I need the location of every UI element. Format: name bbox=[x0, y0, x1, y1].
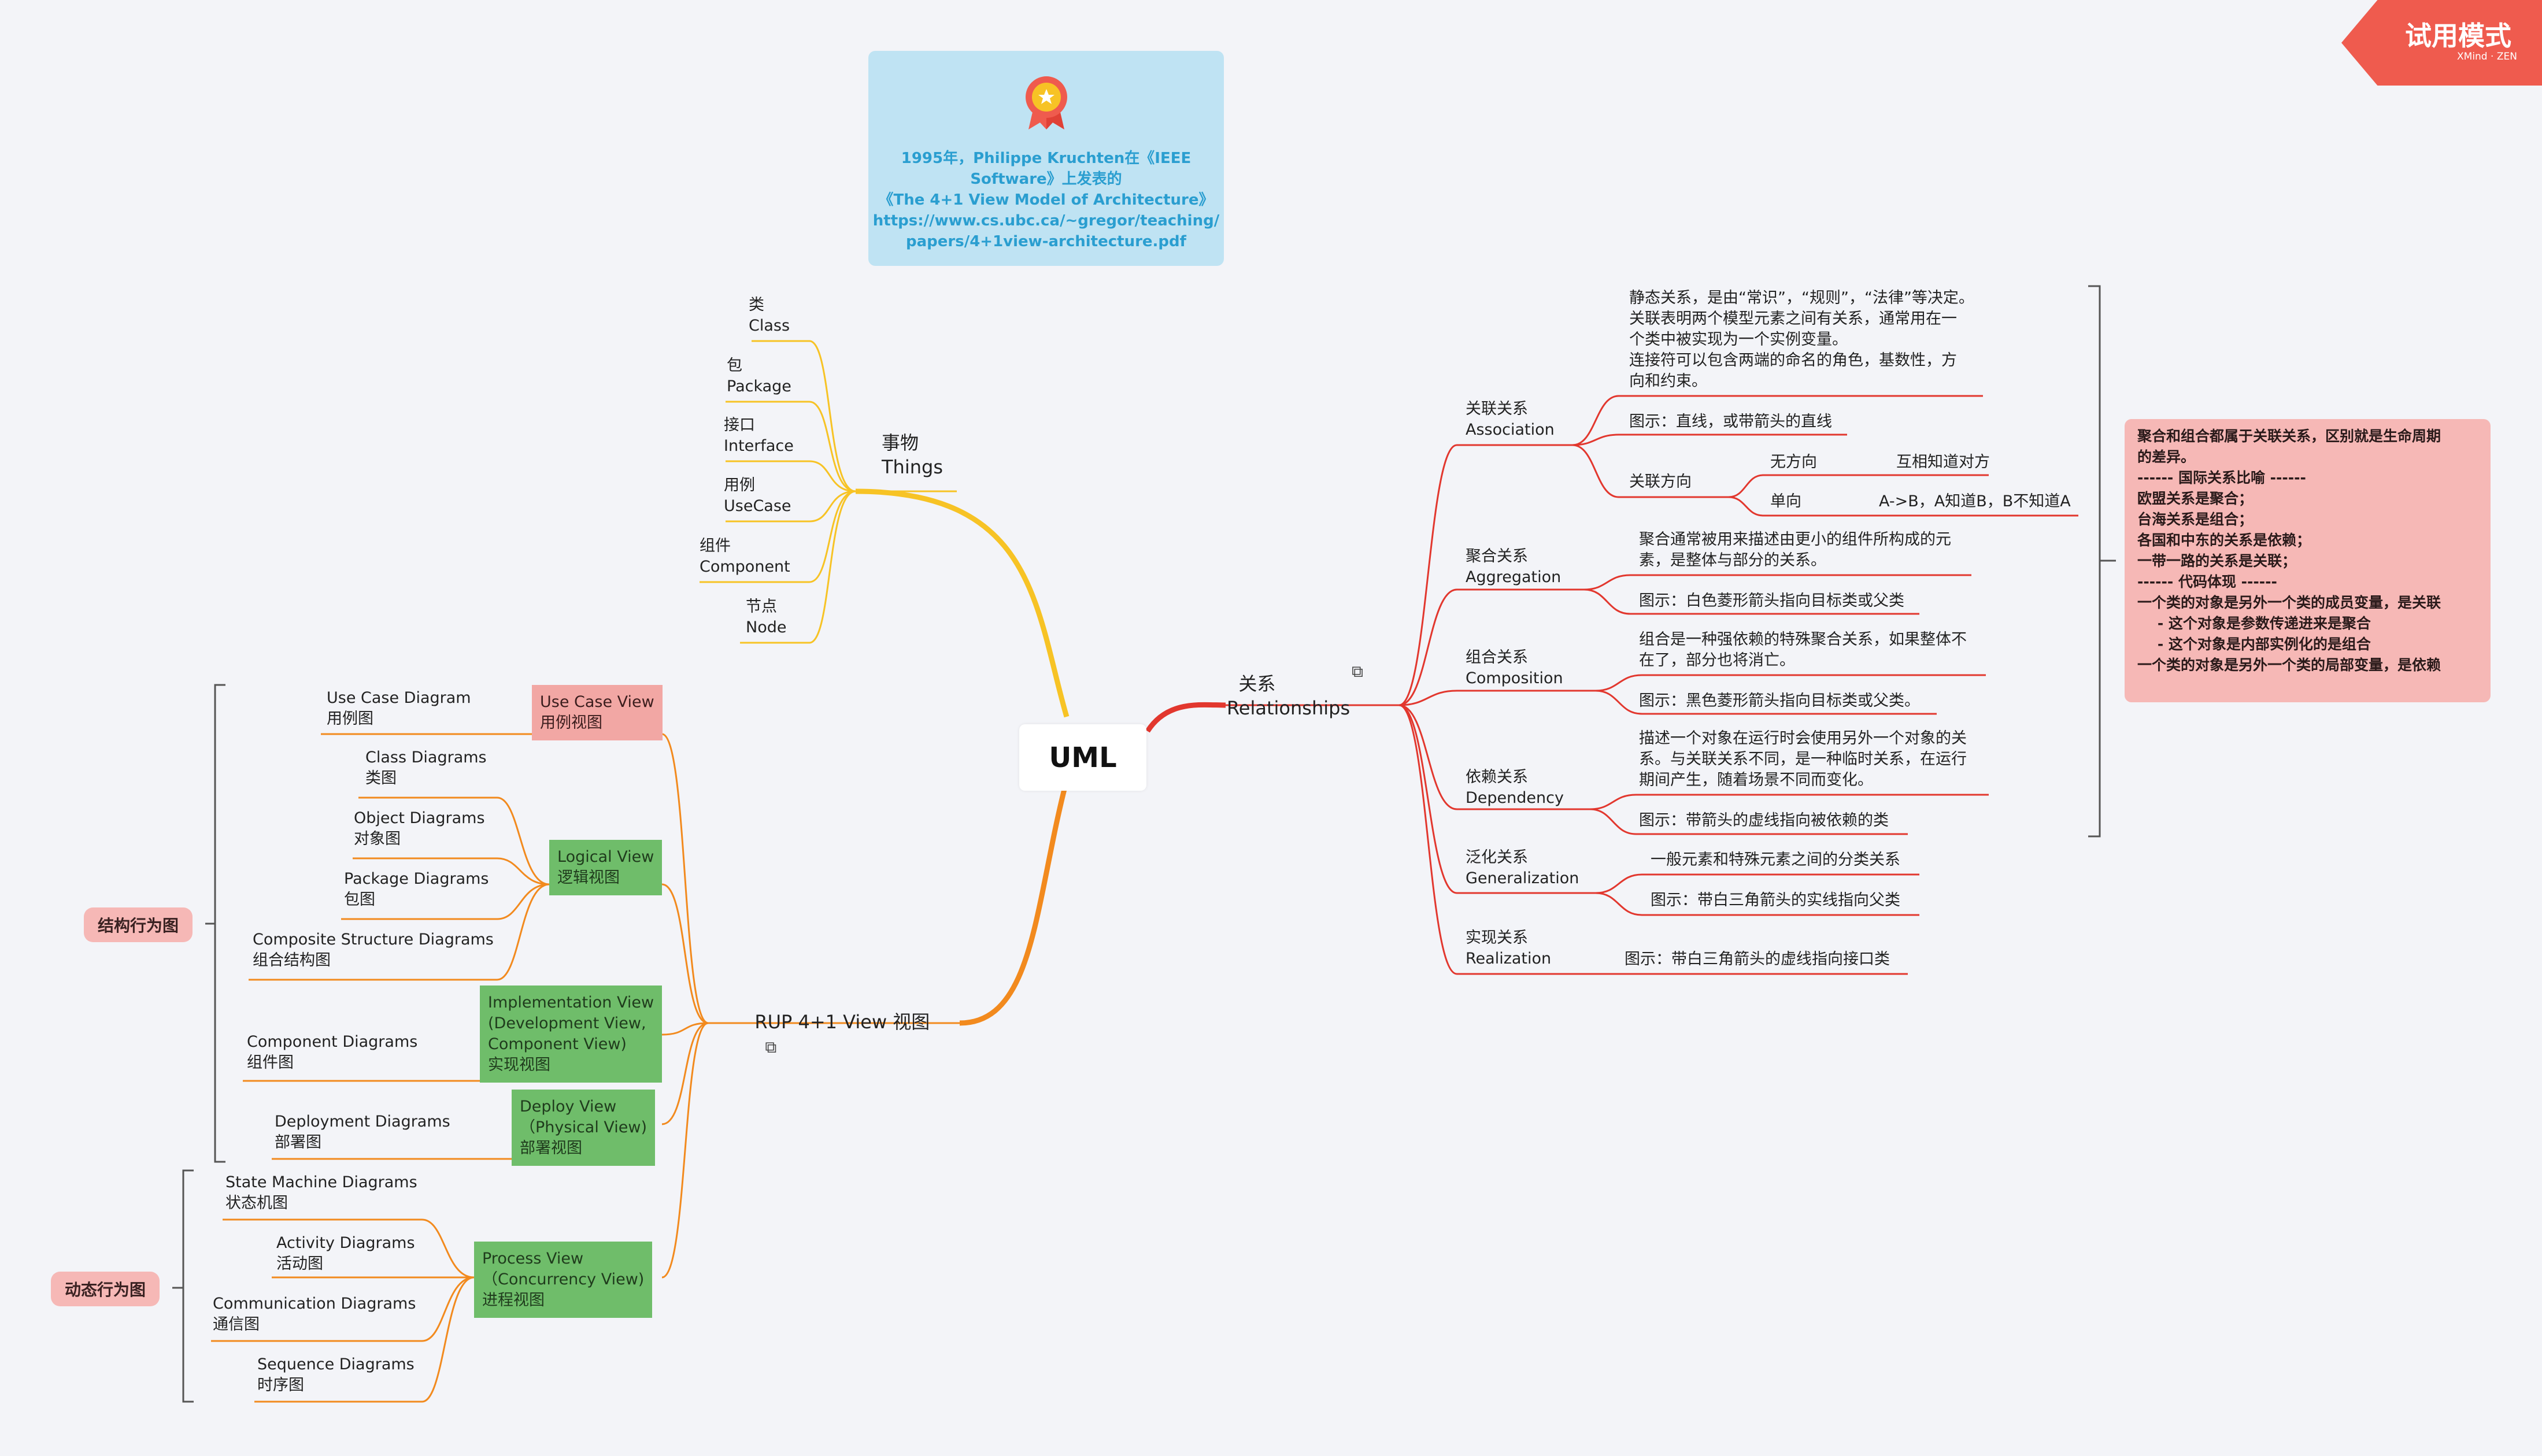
direction-single[interactable]: 单向 bbox=[1770, 492, 1801, 510]
things-usecase[interactable]: 用例 UseCase bbox=[724, 476, 791, 515]
diagram-sequence[interactable]: Sequence Diagrams 时序图 bbox=[257, 1355, 415, 1394]
dependency-node[interactable]: 依赖关系 Dependency bbox=[1466, 768, 1564, 807]
implementation-view[interactable]: Implementation View (Development View, C… bbox=[480, 986, 663, 1083]
info-card: 1995年，Philippe Kruchten在《IEEE Software》上… bbox=[868, 51, 1224, 266]
dynamic-group-tag[interactable]: 动态行为图 bbox=[51, 1272, 160, 1306]
link-icon: ⧉ bbox=[1352, 662, 1363, 681]
things-branch[interactable]: 事物 Things bbox=[882, 432, 943, 478]
generalization-node[interactable]: 泛化关系 Generalization bbox=[1466, 849, 1579, 887]
xmind-brand: XMind · ZEN bbox=[2457, 51, 2517, 62]
summary-note[interactable]: 聚合和组合都属于关联关系，区别就是生命周期 的差异。 ------ 国际关系比喻… bbox=[2125, 419, 2491, 702]
direction-single-desc[interactable]: A->B，A知道B，B不知道A bbox=[1879, 492, 2071, 510]
deploy-view[interactable]: Deploy View （Physical View) 部署视图 bbox=[512, 1090, 656, 1166]
center-node[interactable]: UML bbox=[1019, 724, 1146, 791]
things-package[interactable]: 包 Package bbox=[727, 357, 791, 395]
use-case-view[interactable]: Use Case View 用例视图 bbox=[532, 685, 663, 740]
aggregation-node[interactable]: 聚合关系 Aggregation bbox=[1466, 547, 1562, 586]
direction-none-desc[interactable]: 互相知道对方 bbox=[1896, 453, 1990, 471]
center-label: UML bbox=[1049, 741, 1117, 774]
realization-figure[interactable]: 图示：带白三角箭头的虚线指向接口类 bbox=[1625, 950, 1890, 968]
info-card-text: 1995年，Philippe Kruchten在《IEEE Software》上… bbox=[872, 150, 1220, 250]
diagram-composite[interactable]: Composite Structure Diagrams 组合结构图 bbox=[253, 931, 494, 969]
award-ribbon-icon bbox=[1022, 73, 1071, 131]
aggregation-figure[interactable]: 图示：白色菱形箭头指向目标类或父类 bbox=[1639, 592, 1904, 610]
association-figure[interactable]: 图示：直线，或带箭头的直线 bbox=[1629, 413, 1832, 431]
generalization-figure[interactable]: 图示：带白三角箭头的实线指向父类 bbox=[1651, 891, 1900, 909]
diagram-activity[interactable]: Activity Diagrams 活动图 bbox=[276, 1234, 415, 1273]
diagram-component[interactable]: Component Diagrams 组件图 bbox=[247, 1033, 418, 1072]
diagram-package[interactable]: Package Diagrams 包图 bbox=[344, 870, 489, 909]
things-interface[interactable]: 接口 Interface bbox=[724, 416, 794, 455]
diagram-class[interactable]: Class Diagrams 类图 bbox=[365, 749, 487, 787]
association-desc[interactable]: 静态关系，是由“常识”，“规则”，“法律”等决定。 关联表明两个模型元素之间有关… bbox=[1629, 289, 1974, 390]
trial-mode-label: 试用模式 bbox=[2405, 20, 2511, 51]
relationships-branch[interactable]: 关系 Relationships bbox=[1227, 647, 1350, 720]
things-class[interactable]: 类 Class bbox=[749, 296, 790, 335]
things-component[interactable]: 组件 Component bbox=[700, 537, 790, 576]
diagram-deployment[interactable]: Deployment Diagrams 部署图 bbox=[275, 1113, 450, 1151]
dependency-desc[interactable]: 描述一个对象在运行时会使用另外一个对象的关 系。与关联关系不同，是一种临时关系，… bbox=[1639, 729, 1967, 789]
process-view[interactable]: Process View （Concurrency View) 进程视图 bbox=[474, 1242, 653, 1318]
logical-view[interactable]: Logical View 逻辑视图 bbox=[549, 840, 663, 895]
rup-label: RUP 4+1 View 视图 bbox=[754, 1011, 930, 1033]
composition-desc[interactable]: 组合是一种强依赖的特殊聚合关系，如果整体不 在了，部分也将消亡。 bbox=[1639, 631, 1967, 669]
trial-mode-badge[interactable]: 试用模式 XMind · ZEN bbox=[2341, 0, 2542, 86]
diagram-use-case[interactable]: Use Case Diagram 用例图 bbox=[327, 689, 471, 728]
summary-note-text: 聚合和组合都属于关联关系，区别就是生命周期 的差异。 ------ 国际关系比喻… bbox=[2137, 428, 2441, 673]
diagram-state-machine[interactable]: State Machine Diagrams 状态机图 bbox=[225, 1173, 417, 1212]
diagram-object[interactable]: Object Diagrams 对象图 bbox=[354, 809, 485, 848]
link-icon: ⧉ bbox=[765, 1038, 777, 1057]
direction-none[interactable]: 无方向 bbox=[1770, 453, 1817, 471]
relationships-label: 关系 Relationships bbox=[1227, 673, 1350, 719]
composition-node[interactable]: 组合关系 Composition bbox=[1466, 649, 1563, 687]
aggregation-desc[interactable]: 聚合通常被用来描述由更小的组件所构成的元 素，是整体与部分的关系。 bbox=[1639, 531, 1951, 569]
association-direction[interactable]: 关联方向 bbox=[1629, 473, 1692, 491]
realization-node[interactable]: 实现关系 Realization bbox=[1466, 929, 1552, 968]
diagram-communication[interactable]: Communication Diagrams 通信图 bbox=[213, 1295, 416, 1333]
association-node[interactable]: 关联关系 Association bbox=[1466, 400, 1555, 439]
dependency-figure[interactable]: 图示：带箭头的虚线指向被依赖的类 bbox=[1639, 812, 1889, 829]
generalization-desc[interactable]: 一般元素和特殊元素之间的分类关系 bbox=[1651, 851, 1900, 869]
things-node[interactable]: 节点 Node bbox=[746, 598, 787, 636]
composition-figure[interactable]: 图示：黑色菱形箭头指向目标类或父类。 bbox=[1639, 692, 1920, 710]
structural-group-tag[interactable]: 结构行为图 bbox=[84, 907, 193, 942]
rup-branch[interactable]: RUP 4+1 View 视图 ⧉ bbox=[743, 986, 930, 1059]
